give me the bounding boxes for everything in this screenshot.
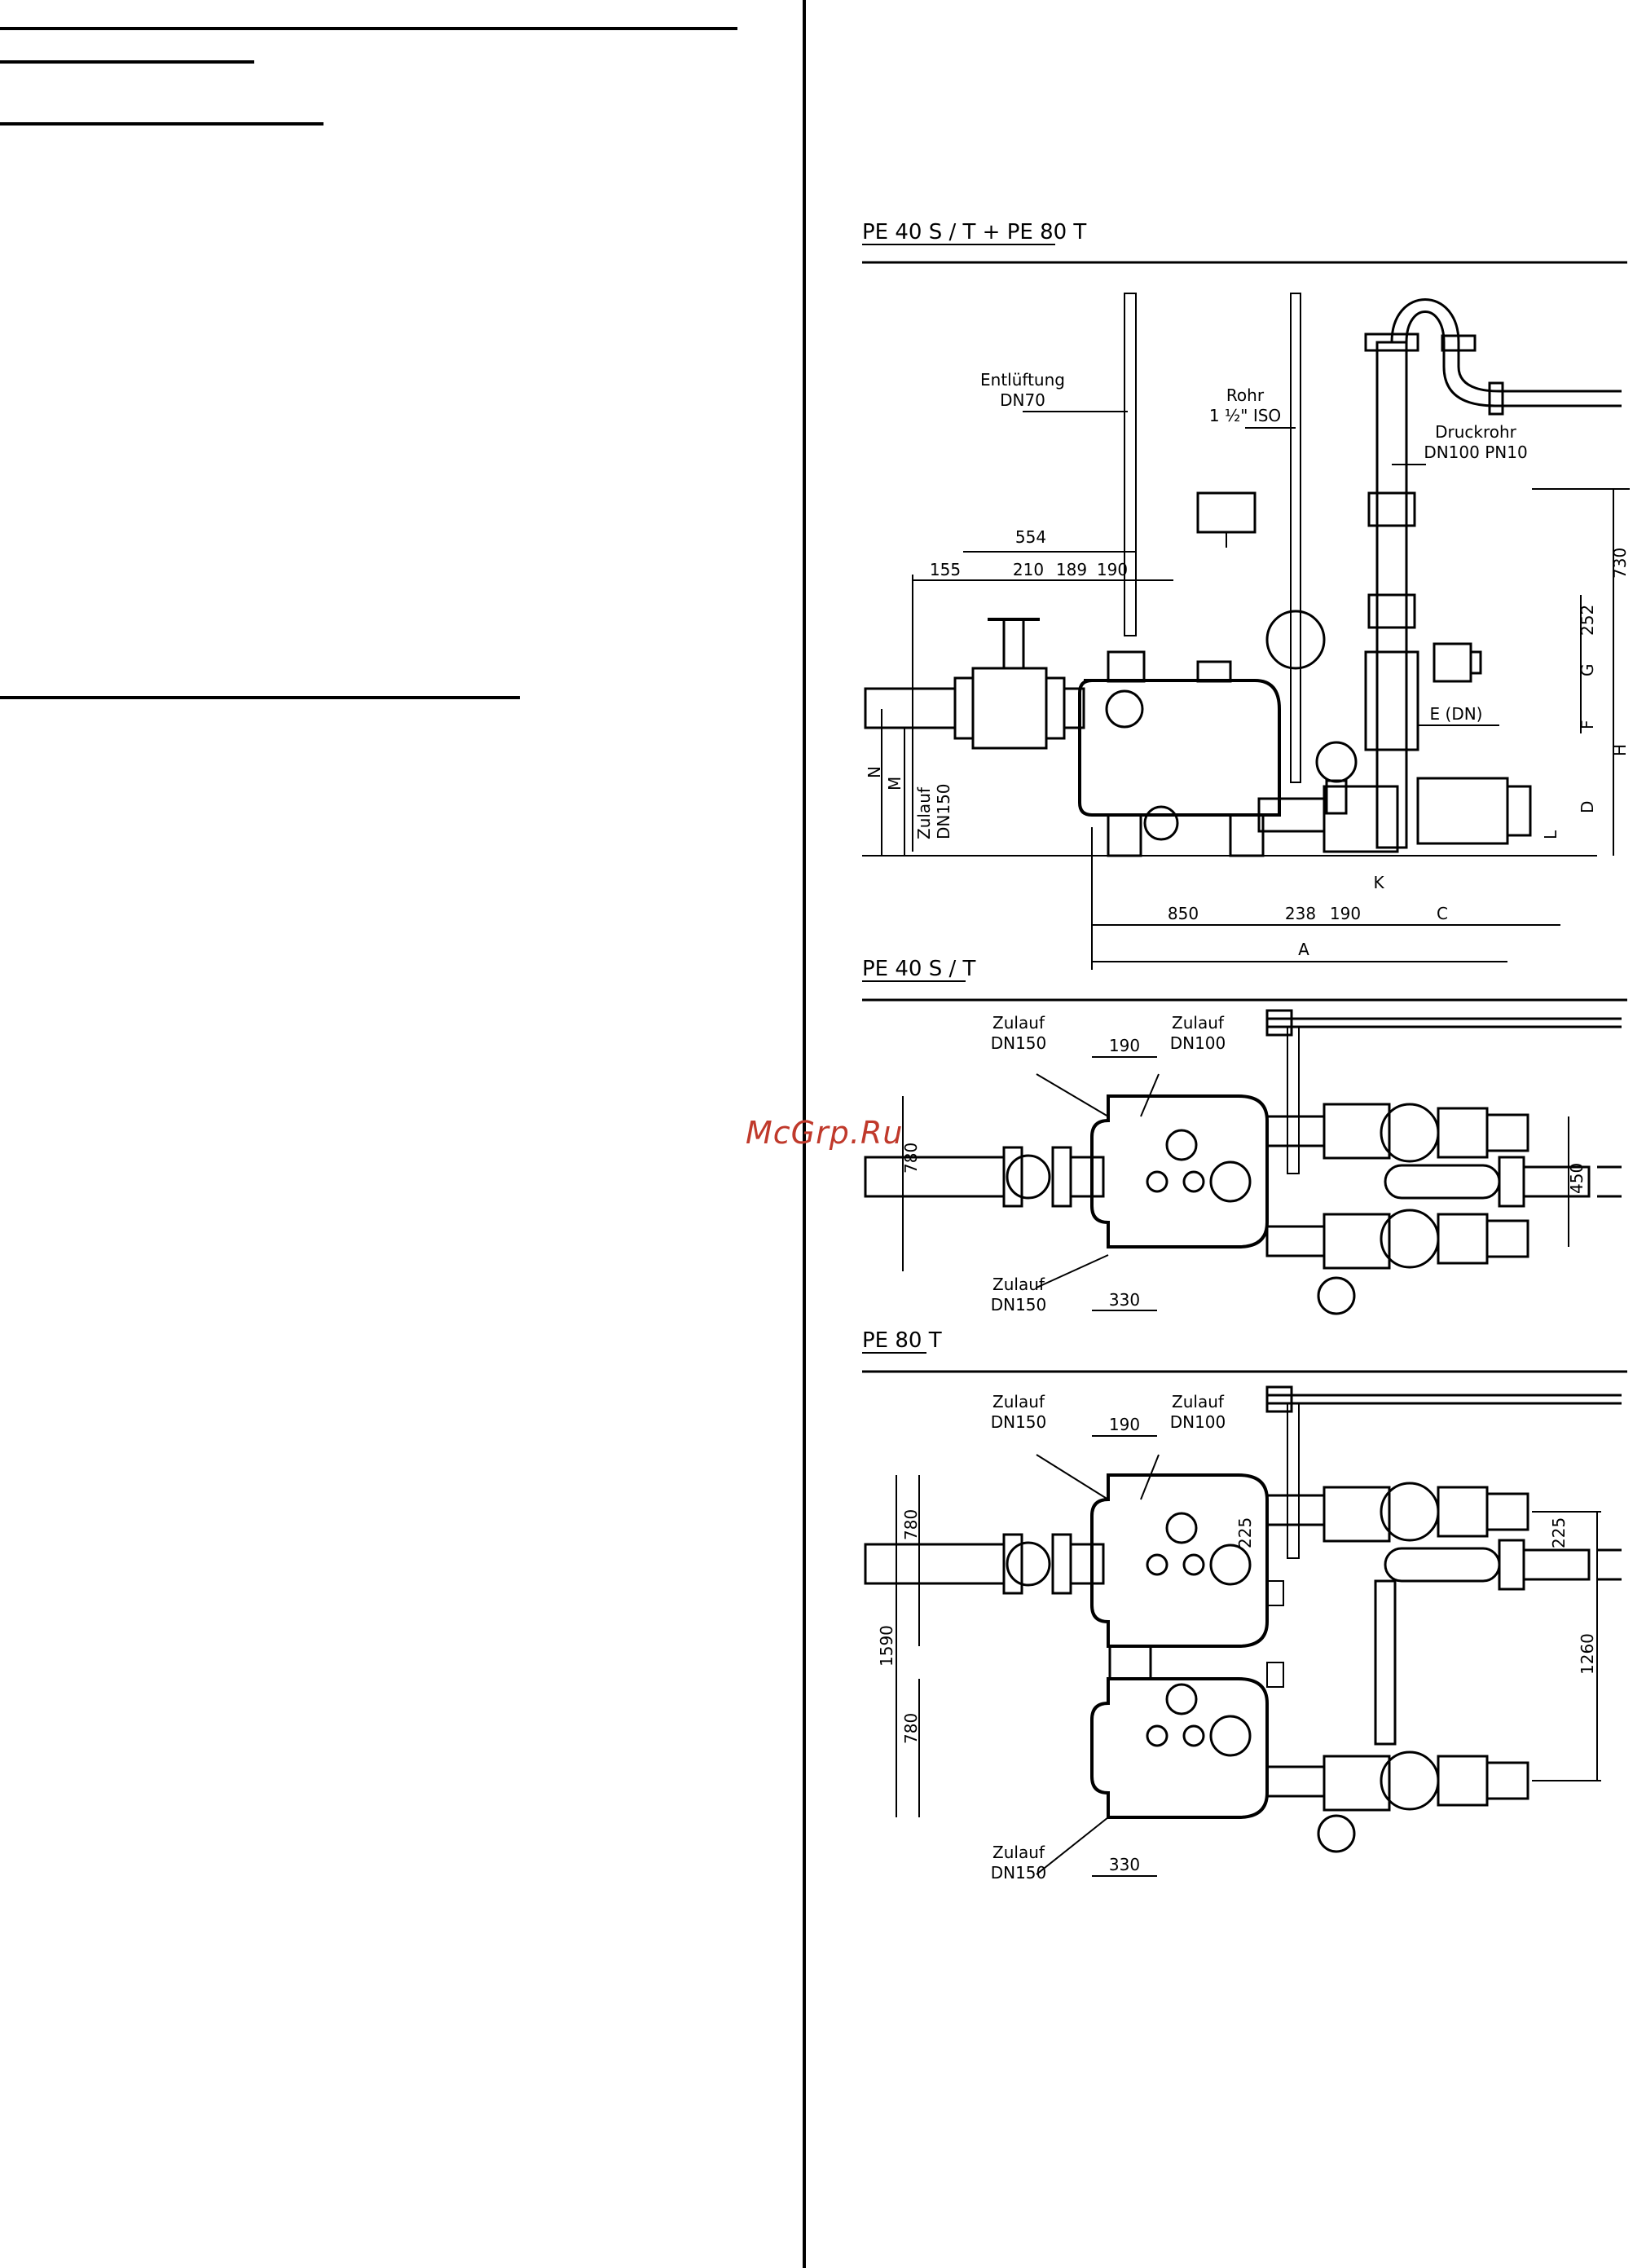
section-rule-left bbox=[0, 696, 520, 699]
svg-text:155: 155 bbox=[930, 560, 961, 579]
svg-text:730: 730 bbox=[1610, 548, 1630, 579]
svg-text:Entlüftung: Entlüftung bbox=[980, 370, 1065, 390]
section1-elevation bbox=[862, 293, 1622, 857]
svg-text:Druckrohr: Druckrohr bbox=[1435, 422, 1517, 442]
svg-text:DN150: DN150 bbox=[991, 1033, 1047, 1053]
svg-text:Zulauf: Zulauf bbox=[1172, 1392, 1225, 1411]
svg-text:238: 238 bbox=[1285, 904, 1316, 923]
svg-text:190: 190 bbox=[1097, 560, 1128, 579]
svg-text:Zulauf: Zulauf bbox=[992, 1013, 1045, 1033]
svg-text:780: 780 bbox=[901, 1143, 921, 1174]
svg-text:Zulauf: Zulauf bbox=[1172, 1013, 1225, 1033]
svg-text:DN100: DN100 bbox=[1170, 1412, 1226, 1432]
section3-plan bbox=[864, 1385, 1622, 1853]
svg-text:C: C bbox=[1437, 904, 1448, 923]
svg-text:DN150: DN150 bbox=[991, 1863, 1047, 1883]
section2-plan bbox=[864, 1009, 1622, 1315]
svg-text:H: H bbox=[1610, 744, 1630, 756]
svg-text:DN100 PN10: DN100 PN10 bbox=[1424, 443, 1527, 462]
svg-text:1 ½" ISO: 1 ½" ISO bbox=[1209, 406, 1281, 425]
svg-text:190: 190 bbox=[1109, 1036, 1140, 1055]
svg-text:1590: 1590 bbox=[877, 1625, 896, 1667]
section1-leaders bbox=[1023, 411, 1499, 726]
svg-text:1260: 1260 bbox=[1578, 1633, 1597, 1675]
svg-text:330: 330 bbox=[1109, 1290, 1140, 1310]
watermark: McGrp.Ru bbox=[746, 1115, 904, 1151]
section3-dim-lines bbox=[896, 1435, 1601, 1877]
svg-text:189: 189 bbox=[1056, 560, 1087, 579]
svg-text:225: 225 bbox=[1549, 1517, 1569, 1548]
svg-text:G: G bbox=[1578, 664, 1597, 677]
svg-text:L: L bbox=[1541, 830, 1560, 839]
svg-text:210: 210 bbox=[1013, 560, 1044, 579]
header-rule-long bbox=[0, 27, 737, 30]
section3-title: PE 80 T bbox=[862, 1328, 942, 1353]
svg-text:K: K bbox=[1373, 873, 1384, 892]
header-rule-short bbox=[0, 60, 254, 64]
svg-text:Rohr: Rohr bbox=[1226, 385, 1265, 405]
svg-text:Zulauf: Zulauf bbox=[992, 1843, 1045, 1862]
svg-text:DN100: DN100 bbox=[1170, 1033, 1226, 1053]
section1-title: PE 40 S / T + PE 80 T bbox=[862, 220, 1086, 244]
svg-text:780: 780 bbox=[901, 1713, 921, 1744]
svg-text:Zulauf: Zulauf bbox=[992, 1392, 1045, 1411]
svg-text:F: F bbox=[1578, 720, 1597, 729]
svg-text:A: A bbox=[1298, 940, 1309, 959]
section2-dim-lines bbox=[902, 1056, 1569, 1311]
svg-text:M: M bbox=[885, 777, 904, 790]
svg-text:850: 850 bbox=[1168, 904, 1199, 923]
svg-text:225: 225 bbox=[1235, 1517, 1255, 1548]
section1-dim-lines bbox=[881, 488, 1630, 970]
svg-text:Zulauf: Zulauf bbox=[914, 786, 934, 839]
svg-text:330: 330 bbox=[1109, 1855, 1140, 1874]
svg-text:Zulauf: Zulauf bbox=[992, 1275, 1045, 1294]
header-rule-mid bbox=[0, 122, 323, 126]
svg-text:252: 252 bbox=[1578, 605, 1597, 636]
svg-text:E (DN): E (DN) bbox=[1430, 704, 1483, 724]
svg-text:450: 450 bbox=[1567, 1163, 1587, 1194]
svg-text:DN150: DN150 bbox=[991, 1412, 1047, 1432]
svg-text:190: 190 bbox=[1330, 904, 1361, 923]
svg-text:D: D bbox=[1578, 801, 1597, 813]
svg-text:N: N bbox=[865, 766, 884, 778]
svg-text:554: 554 bbox=[1015, 527, 1046, 547]
svg-text:DN150: DN150 bbox=[991, 1295, 1047, 1315]
column-divider bbox=[803, 0, 806, 2268]
svg-text:190: 190 bbox=[1109, 1415, 1140, 1434]
section2-title: PE 40 S / T bbox=[862, 957, 976, 981]
svg-text:780: 780 bbox=[901, 1509, 921, 1540]
svg-text:DN150: DN150 bbox=[934, 783, 953, 839]
svg-text:DN70: DN70 bbox=[1000, 390, 1045, 410]
